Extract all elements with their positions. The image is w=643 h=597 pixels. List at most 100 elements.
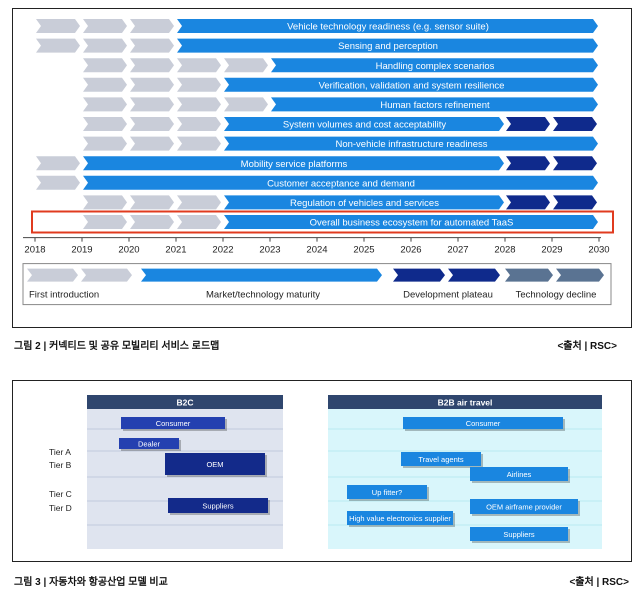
b2b-box: Up fitter? [347,485,429,501]
first-introduction-segment [130,38,174,53]
first-introduction-segment [130,136,174,151]
first-introduction-segment [130,19,174,33]
roadmap-row: Non-vehicle infrastructure readiness [83,136,598,151]
b2c-box: Dealer [119,438,181,451]
first-introduction-segment [130,117,174,131]
box-label: Consumer [156,419,191,428]
year-label: 2030 [588,245,609,256]
first-introduction-segment [177,58,221,73]
first-introduction-segment [177,97,221,112]
first-introduction-segment [224,97,268,112]
first-introduction-segment [83,215,127,229]
roadmap-row-label: Mobility service platforms [241,159,348,170]
plateau-segment [553,117,597,131]
b2c-header [87,395,283,409]
legend-label: Development plateau [403,290,493,301]
box-label: Suppliers [503,530,535,539]
legend-swatch [556,268,604,282]
legend-label: First introduction [29,290,99,301]
first-introduction-segment [83,19,127,33]
roadmap-row-label: Vehicle technology readiness (e.g. senso… [287,22,489,33]
year-label: 2029 [541,245,562,256]
figure2-caption: 그림 2 | 커넥티드 및 공유 모빌리티 서비스 로드맵 [14,341,220,352]
b2c-title: B2C [176,398,193,408]
roadmap-row: System volumes and cost acceptability [83,117,597,131]
tier-label: Tier B [49,460,72,470]
b2b-header [328,395,602,409]
first-introduction-segment [36,38,80,53]
b2b-box: Travel agents [401,452,483,468]
year-label: 2023 [259,245,280,256]
year-label: 2025 [353,245,374,256]
first-introduction-segment [36,156,80,171]
box-label: Consumer [466,419,501,428]
roadmap-row: Overall business ecosystem for automated… [31,210,614,234]
b2c-box: Suppliers [168,498,270,515]
maturity-bar [224,195,504,210]
plateau-segment [506,195,550,210]
legend-swatch [393,268,445,282]
tier-label: Tier A [49,447,71,457]
box-fill [347,511,453,525]
plateau-segment [553,195,597,210]
box-label: Airlines [507,470,532,479]
first-introduction-segment [177,77,221,92]
roadmap-row: Human factors refinement [83,97,598,112]
b2c-box: Consumer [121,417,227,431]
maturity-bar [83,175,598,190]
plateau-segment [506,117,550,131]
maturity-bar [224,136,598,151]
maturity-bar [271,97,598,112]
box-label: Dealer [138,440,161,449]
first-introduction-segment [130,215,174,229]
year-label: 2020 [118,245,139,256]
first-introduction-segment [130,195,174,210]
box-fill [347,485,427,499]
b2b-box: OEM airframe provider [470,499,580,516]
box-fill [168,498,268,513]
figure2-source: <출처 | RSC> [557,341,617,352]
year-label: 2026 [400,245,421,256]
roadmap-row-label: Non-vehicle infrastructure readiness [335,139,487,150]
roadmap-row: Sensing and perception [36,38,598,53]
roadmap-row-label: System volumes and cost acceptability [283,120,446,131]
first-introduction-segment [83,77,127,92]
legend-label: Market/technology maturity [206,290,320,301]
first-introduction-segment [130,58,174,73]
first-introduction-segment [83,58,127,73]
first-introduction-segment [177,117,221,131]
b2b-title: B2B air travel [438,398,493,408]
legend-swatch [141,268,382,282]
maturity-bar [83,156,504,171]
year-label: 2019 [71,245,92,256]
tier-label: Tier D [49,503,72,513]
roadmap-chart: Vehicle technology readiness (e.g. senso… [22,19,614,306]
box-fill [470,527,568,541]
first-introduction-segment [130,77,174,92]
first-introduction-segment [83,38,127,53]
box-fill [470,467,568,481]
box-label: Suppliers [202,502,234,511]
tier-label: Tier C [49,489,72,499]
legend-swatch [81,268,132,282]
first-introduction-segment [83,195,127,210]
plateau-segment [506,156,550,171]
plateau-segment [553,156,597,171]
box-fill [401,452,481,466]
roadmap-row: Handling complex scenarios [83,58,598,73]
first-introduction-segment [130,97,174,112]
roadmap-row: Mobility service platforms [36,156,597,171]
box-label: Travel agents [418,455,463,464]
year-label: 2018 [24,245,45,256]
roadmap-row-label: Verification, validation and system resi… [319,80,505,91]
first-introduction-segment [36,19,80,33]
year-label: 2024 [306,245,327,256]
roadmap-figure: Vehicle technology readiness (e.g. senso… [12,8,632,328]
box-label: High value electronics supplier [349,514,451,523]
box-fill [403,417,563,429]
b2b-box: Consumer [403,417,565,431]
year-label: 2022 [212,245,233,256]
maturity-bar [271,58,598,73]
legend-label: Technology decline [516,290,597,301]
